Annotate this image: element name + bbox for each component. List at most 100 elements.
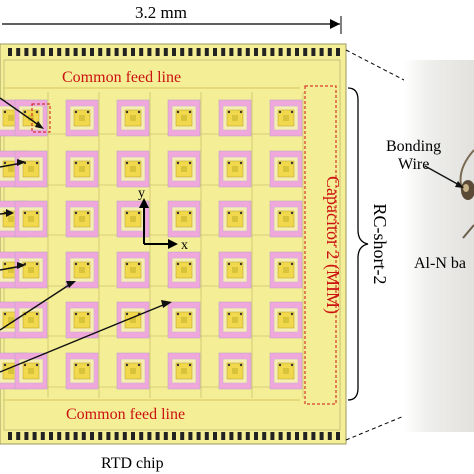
bond-pad: [196, 432, 201, 440]
capacitor-label: Capacitor 2 (MIM): [322, 176, 343, 314]
bond-pad: [49, 48, 53, 56]
via-dot: [176, 161, 180, 165]
bond-pad: [172, 432, 176, 440]
bond-pad: [90, 432, 94, 440]
via-dot: [188, 110, 192, 114]
pad-center: [283, 317, 289, 323]
bonding-label: Bonding: [386, 138, 441, 155]
resonator-cell: [218, 99, 252, 137]
pad-center: [79, 368, 85, 374]
dimension-arrowhead: [330, 19, 340, 29]
pad-center: [79, 317, 85, 323]
pad-center: [130, 166, 136, 172]
bond-pad: [16, 48, 21, 56]
pad-center: [8, 317, 14, 323]
via-dot: [176, 211, 180, 215]
via-dot: [188, 161, 192, 165]
via-dot: [125, 262, 129, 266]
bond-pad: [147, 48, 152, 56]
via-dot: [23, 211, 27, 215]
pad-center: [8, 368, 14, 374]
bond-pad: [336, 48, 340, 56]
resonator-cell: [116, 150, 150, 188]
resonator-cell: [269, 301, 303, 339]
pointer-arrow-1: [0, 97, 41, 127]
chip-caption: RTD chip: [101, 455, 164, 472]
resonator-cell: [116, 251, 150, 289]
via-dot: [227, 262, 231, 266]
pad-center: [79, 216, 85, 222]
pad-center: [232, 368, 238, 374]
via-dot: [290, 312, 294, 316]
bond-pad: [49, 432, 53, 440]
bond-pad: [327, 432, 332, 440]
pad-center: [181, 166, 187, 172]
highlight-box: [31, 103, 51, 133]
resonator-cell: [116, 99, 150, 137]
via-dot: [35, 211, 39, 215]
via-dot: [86, 262, 90, 266]
resonator-cell: [14, 200, 48, 238]
bond-pad: [81, 48, 86, 56]
pad-center: [28, 267, 34, 273]
pad-center: [181, 267, 187, 273]
pad-center: [181, 115, 187, 121]
via-dot: [239, 363, 243, 367]
substrate-edge-photo: [462, 224, 474, 239]
resonator-cell: [167, 301, 201, 339]
via-dot: [227, 312, 231, 316]
bond-pad: [57, 48, 62, 56]
bond-pad: [254, 48, 258, 56]
pad-center: [79, 115, 85, 121]
pad-center: [232, 267, 238, 273]
via-dot: [239, 161, 243, 165]
resonator-array: [0, 92, 304, 398]
bond-pad: [229, 432, 234, 440]
pad-center: [232, 166, 238, 172]
bond-pad: [327, 48, 332, 56]
bonding-leader-arrowhead: [455, 181, 464, 188]
resonator-cell: [218, 150, 252, 188]
via-dot: [35, 312, 39, 316]
bonding-leader: [424, 165, 462, 187]
bond-pad: [237, 432, 242, 440]
pad-center: [130, 216, 136, 222]
rc-label: RC-short-2: [370, 204, 390, 285]
resonator-cell: [167, 251, 201, 289]
bond-pad: [204, 48, 209, 56]
axis-y-arrowhead: [139, 198, 149, 208]
pad-center: [130, 115, 136, 121]
via-dot: [239, 312, 243, 316]
pad-center: [8, 115, 14, 121]
bond-pad: [122, 432, 127, 440]
via-dot: [74, 110, 78, 114]
bond-pad: [98, 432, 103, 440]
via-dot: [74, 312, 78, 316]
pad-center: [130, 368, 136, 374]
chip-inner-border: [3, 59, 341, 431]
bond-pad: [270, 432, 275, 440]
via-dot: [3, 161, 7, 165]
wire-label: Wire: [398, 156, 429, 173]
pad-center: [232, 115, 238, 121]
via-dot: [23, 363, 27, 367]
via-dot: [86, 161, 90, 165]
bond-pad: [155, 432, 160, 440]
via-dot: [137, 161, 141, 165]
bond-pad: [57, 432, 62, 440]
feed-line-top-label: Common feed line: [62, 69, 181, 86]
pad-center: [130, 267, 136, 273]
bond-pad: [16, 432, 21, 440]
bond-pad: [131, 432, 135, 440]
resonator-cell: [167, 352, 201, 390]
bond-pad: [65, 432, 70, 440]
bond-pad: [106, 48, 111, 56]
resonator-cell: [269, 99, 303, 137]
via-dot: [290, 211, 294, 215]
bond-pad: [286, 48, 291, 56]
bond-pad: [122, 48, 127, 56]
resonator-cell: [14, 251, 48, 289]
photo-panel: [404, 60, 474, 432]
via-dot: [278, 211, 282, 215]
